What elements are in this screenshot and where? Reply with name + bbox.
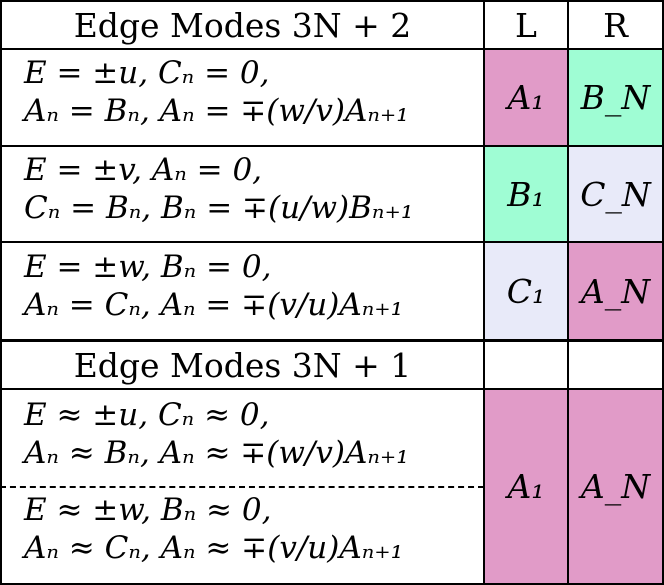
header-left-label: L xyxy=(515,5,537,45)
row1-right-label: B_N xyxy=(580,78,651,117)
row2-equations: E = ±v, Aₙ = 0, Cₙ = Bₙ, Bₙ = ∓(u/w)Bₙ₊₁ xyxy=(2,151,482,241)
row3-line1: E = ±w, Bₙ = 0, xyxy=(24,249,272,285)
cell-row1-right xyxy=(568,49,664,146)
table-border-top xyxy=(0,0,664,2)
row3-equations: E = ±w, Bₙ = 0, Aₙ = Cₙ, Aₙ = ∓(v/u)Aₙ₊₁ xyxy=(2,248,482,338)
row1-line2: Aₙ = Bₙ, Aₙ = ∓(w/v)Aₙ₊₁ xyxy=(24,93,409,129)
table-border-left xyxy=(0,0,2,585)
divider-dashed xyxy=(0,486,484,488)
table-border-right xyxy=(662,0,664,585)
row3-right-label: A_N xyxy=(580,271,651,311)
approx-row1-line2: Aₙ ≈ Bₙ, Aₙ ≈ ∓(w/v)Aₙ₊₁ xyxy=(24,435,409,471)
cell-row2-left xyxy=(484,146,568,242)
row1-equations: E = ±u, Cₙ = 0, Aₙ = Bₙ, Aₙ = ∓(w/v)Aₙ₊₁ xyxy=(2,54,482,144)
divider-section xyxy=(0,339,664,342)
header-right-label: R xyxy=(603,5,628,45)
approx-row2-line2: Aₙ ≈ Cₙ, Aₙ ≈ ∓(v/u)Aₙ₊₁ xyxy=(24,530,404,566)
table-border-bottom xyxy=(0,583,664,585)
divider-h3 xyxy=(0,241,664,243)
cell-row3-left xyxy=(484,242,568,340)
row1-left-label: A₁ xyxy=(507,78,545,117)
row3-line2: Aₙ = Cₙ, Aₙ = ∓(v/u)Aₙ₊₁ xyxy=(24,287,404,323)
divider-col-R xyxy=(567,0,569,585)
row3-left-label: C₁ xyxy=(506,271,546,311)
approx-row2-line1: E ≈ ±w, Bₙ ≈ 0, xyxy=(24,492,272,528)
row1-line1: E = ±u, Cₙ = 0, xyxy=(24,55,270,91)
cell-row3-right xyxy=(568,242,664,340)
row2-line2: Cₙ = Bₙ, Bₙ = ∓(u/w)Bₙ₊₁ xyxy=(24,190,414,226)
approx-right-label: A_N xyxy=(580,467,651,506)
divider-col-L xyxy=(483,0,485,585)
row2-line1: E = ±v, Aₙ = 0, xyxy=(24,152,263,188)
cell-approx-right xyxy=(568,389,664,585)
approx-row1-line1: E ≈ ±u, Cₙ ≈ 0, xyxy=(24,397,270,433)
header-title-3n2: Edge Modes 3N + 2 xyxy=(73,5,412,45)
divider-h1 xyxy=(0,48,664,50)
row2-right-label: C_N xyxy=(580,174,651,214)
cell-row2-right xyxy=(568,146,664,242)
divider-h5 xyxy=(0,388,664,390)
cell-row1-left xyxy=(484,49,568,146)
approx-left-label: A₁ xyxy=(507,467,545,506)
divider-h2 xyxy=(0,145,664,147)
row2-left-label: B₁ xyxy=(507,174,545,214)
approx-row1-equations: E ≈ ±u, Cₙ ≈ 0, Aₙ ≈ Bₙ, Aₙ ≈ ∓(w/v)Aₙ₊₁ xyxy=(2,396,482,484)
cell-approx-left xyxy=(484,389,568,585)
header-title-3n1: Edge Modes 3N + 1 xyxy=(73,345,412,385)
approx-row2-equations: E ≈ ±w, Bₙ ≈ 0, Aₙ ≈ Cₙ, Aₙ ≈ ∓(v/u)Aₙ₊₁ xyxy=(2,491,482,581)
